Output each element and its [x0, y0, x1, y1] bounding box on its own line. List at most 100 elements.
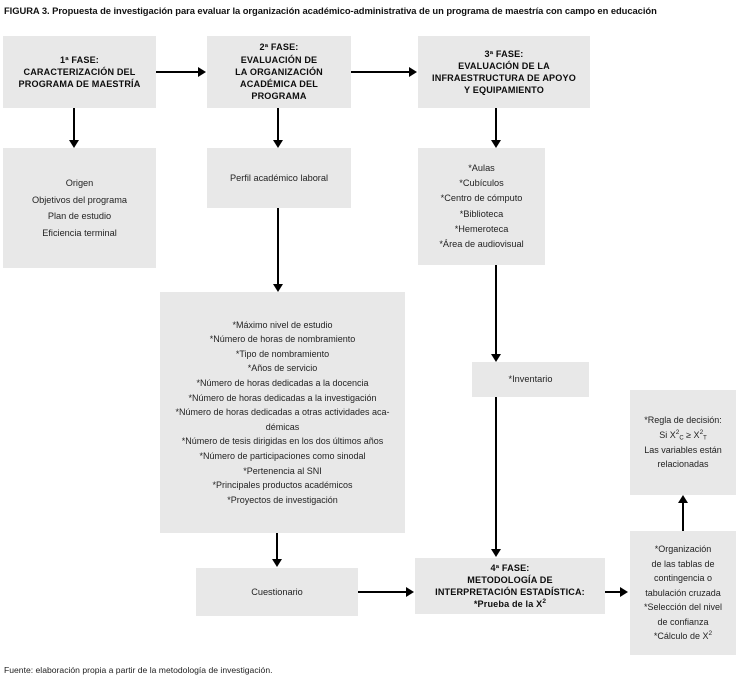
- tablas-line-2: de las tablas de: [651, 558, 715, 569]
- cuestionario-line-1: Cuestionario: [251, 586, 303, 597]
- phase-3-detail-line-6: *Área de audiovisual: [439, 238, 524, 249]
- node-phase-1-detail: Origen Objetivos del programa Plan de es…: [3, 148, 156, 268]
- connector-phase1-to-detail: [73, 108, 75, 142]
- phase-2-line-2: EVALUACIÓN DE: [240, 54, 318, 65]
- arrowhead-detail-to-indicators: [273, 284, 283, 292]
- arrowhead-cuestionario-to-phase4: [406, 587, 414, 597]
- connector-indicators-to-cuestionario: [276, 533, 278, 561]
- phase-1-line-2: CARACTERIZACIÓN DEL: [23, 66, 136, 77]
- regla-line-1: *Regla de decisión:: [644, 415, 722, 426]
- arrowhead-phase1-to-detail: [69, 140, 79, 148]
- phase-2-line-4: ACADÉMICA DEL: [240, 79, 318, 90]
- indicator-line-3: *Tipo de nombramiento: [235, 348, 330, 359]
- indicator-line-7: *Número de horas dedicadas a otras activ…: [175, 407, 390, 418]
- node-indicators: *Máximo nivel de estudio *Número de hora…: [160, 292, 405, 533]
- arrowhead-tablas-to-regla: [678, 495, 688, 503]
- node-inventario: *Inventario: [472, 362, 589, 397]
- connector-phase4-to-tablas: [605, 591, 621, 593]
- node-phase-3: 3ª FASE: EVALUACIÓN DE LA INFRAESTRUCTUR…: [418, 36, 590, 108]
- phase-1-detail-line-4: Eficiencia terminal: [42, 227, 117, 238]
- indicator-line-12: *Principales productos académicos: [212, 480, 353, 491]
- phase-1-line-3: PROGRAMA DE MAESTRÍA: [18, 79, 141, 90]
- phase-3-line-4: Y EQUIPAMIENTO: [464, 85, 544, 96]
- regla-line-3: Las variables están: [644, 444, 722, 455]
- regla-chi-calc-exponent: 2: [675, 428, 680, 436]
- tablas-line-4: tabulación cruzada: [645, 587, 721, 598]
- phase-3-detail-line-5: *Hemeroteca: [454, 223, 509, 234]
- connector-tablas-to-regla: [682, 503, 684, 531]
- connector-phase2-to-phase3: [351, 71, 410, 73]
- node-phase-2: 2ª FASE: EVALUACIÓN DE LA ORGANIZACIÓN A…: [207, 36, 351, 108]
- node-cuestionario: Cuestionario: [196, 568, 358, 616]
- arrowhead-phase2-to-phase3: [409, 67, 417, 77]
- connector-phase3-to-detail: [495, 108, 497, 142]
- connector-inventario-to-phase4: [495, 397, 497, 551]
- phase-2-detail-line-1: Perfil académico laboral: [229, 172, 329, 183]
- connector-phase1-to-phase2: [156, 71, 199, 73]
- arrowhead-phase4-to-tablas: [620, 587, 628, 597]
- tablas-line-3: contingencia o: [653, 573, 713, 584]
- phase-2-line-1: 2ª FASE:: [259, 42, 299, 53]
- phase-1-detail-line-1: Origen: [65, 178, 94, 188]
- regla-chi-table-exponent: 2: [699, 428, 704, 436]
- indicator-line-9: *Número de tesis dirigidas en los dos úl…: [181, 436, 384, 447]
- phase-2-line-3: LA ORGANIZACIÓN: [235, 66, 323, 77]
- indicator-line-6: *Número de horas dedicadas a la investig…: [188, 392, 377, 403]
- node-phase-3-detail: *Aulas *Cubículos *Centro de cómputo *Bi…: [418, 148, 545, 265]
- source-note: Fuente: elaboración propia a partir de l…: [4, 665, 273, 675]
- arrowhead-inventario-to-phase4: [491, 549, 501, 557]
- connector-detail-to-indicators: [277, 208, 279, 286]
- tablas-calculo-label: *Cálculo de X: [653, 631, 709, 642]
- phase-1-detail-line-3: Plan de estudio: [47, 211, 112, 221]
- connector-aulas-to-inventario: [495, 265, 497, 355]
- indicator-line-10: *Número de participaciones como sinodal: [199, 450, 366, 461]
- arrowhead-phase3-to-detail: [491, 140, 501, 148]
- phase-4-line-1: 4ª FASE:: [490, 562, 530, 573]
- regla-line-2: Si X2C ≥ X2T: [635, 428, 731, 443]
- indicator-line-13: *Proyectos de investigación: [227, 494, 338, 505]
- arrowhead-indicators-to-cuestionario: [272, 559, 282, 567]
- regla-formula-prefix: Si X: [659, 429, 676, 440]
- phase-3-detail-line-2: *Cubículos: [459, 178, 504, 189]
- connector-cuestionario-to-phase4: [358, 591, 407, 593]
- phase-3-line-1: 3ª FASE:: [484, 48, 524, 59]
- phase-4-test-exponent: 2: [542, 598, 547, 606]
- arrowhead-phase2-to-detail: [273, 140, 283, 148]
- phase-4-line-4: *Prueba de la X2: [420, 598, 600, 610]
- phase-2-line-5: PROGRAMA: [251, 91, 307, 102]
- node-phase-4: 4ª FASE: METODOLOGÍA DE INTERPRETACIÓN E…: [415, 558, 605, 614]
- tablas-line-1: *Organización: [654, 543, 712, 554]
- figure-title: FIGURA 3. Propuesta de investigación par…: [4, 5, 657, 16]
- indicator-line-2: *Número de horas de nombramiento: [209, 334, 356, 345]
- regla-line-4: relacionadas: [657, 459, 709, 470]
- regla-chi-calc-subscript: C: [679, 435, 684, 442]
- node-tablas: *Organización de las tablas de contingen…: [630, 531, 736, 655]
- regla-formula-operator: ≥ X: [683, 429, 700, 440]
- arrowhead-aulas-to-inventario: [491, 354, 501, 362]
- connector-phase2-to-detail: [277, 108, 279, 142]
- phase-4-line-3: INTERPRETACIÓN ESTADÍSTICA:: [435, 587, 585, 597]
- node-phase-1: 1ª FASE: CARACTERIZACIÓN DEL PROGRAMA DE…: [3, 36, 156, 108]
- indicator-line-4: *Años de servicio: [247, 363, 318, 374]
- phase-3-line-2: EVALUACIÓN DE LA: [458, 60, 550, 71]
- phase-4-line-2: METODOLOGÍA DE: [467, 574, 553, 585]
- phase-3-detail-line-3: *Centro de cómputo: [440, 193, 523, 204]
- tablas-line-5: *Selección del nivel: [643, 602, 723, 613]
- phase-1-line-1: 1ª FASE:: [60, 54, 99, 65]
- inventario-line-1: *Inventario: [508, 374, 553, 385]
- regla-chi-table-subscript: T: [703, 435, 707, 442]
- phase-3-line-3: INFRAESTRUCTURA DE APOYO: [432, 73, 576, 83]
- indicator-line-11: *Pertenencia al SNI: [243, 465, 322, 476]
- node-regla-decision: *Regla de decisión: Si X2C ≥ X2T Las var…: [630, 390, 736, 495]
- tablas-line-6: de confianza: [657, 616, 709, 627]
- indicator-line-5: *Número de horas dedicadas a la docencia: [196, 378, 369, 389]
- phase-3-detail-line-1: *Aulas: [468, 162, 495, 173]
- arrowhead-phase1-to-phase2: [198, 67, 206, 77]
- tablas-calculo-exponent: 2: [708, 630, 713, 638]
- phase-3-detail-line-4: *Biblioteca: [459, 208, 504, 219]
- tablas-line-7: *Cálculo de X2: [635, 629, 731, 644]
- node-phase-2-detail: Perfil académico laboral: [207, 148, 351, 208]
- phase-4-test-label: *Prueba de la X: [473, 599, 543, 610]
- phase-1-detail-line-2: Objetivos del programa: [32, 194, 127, 205]
- indicator-line-8: démicas: [265, 421, 300, 432]
